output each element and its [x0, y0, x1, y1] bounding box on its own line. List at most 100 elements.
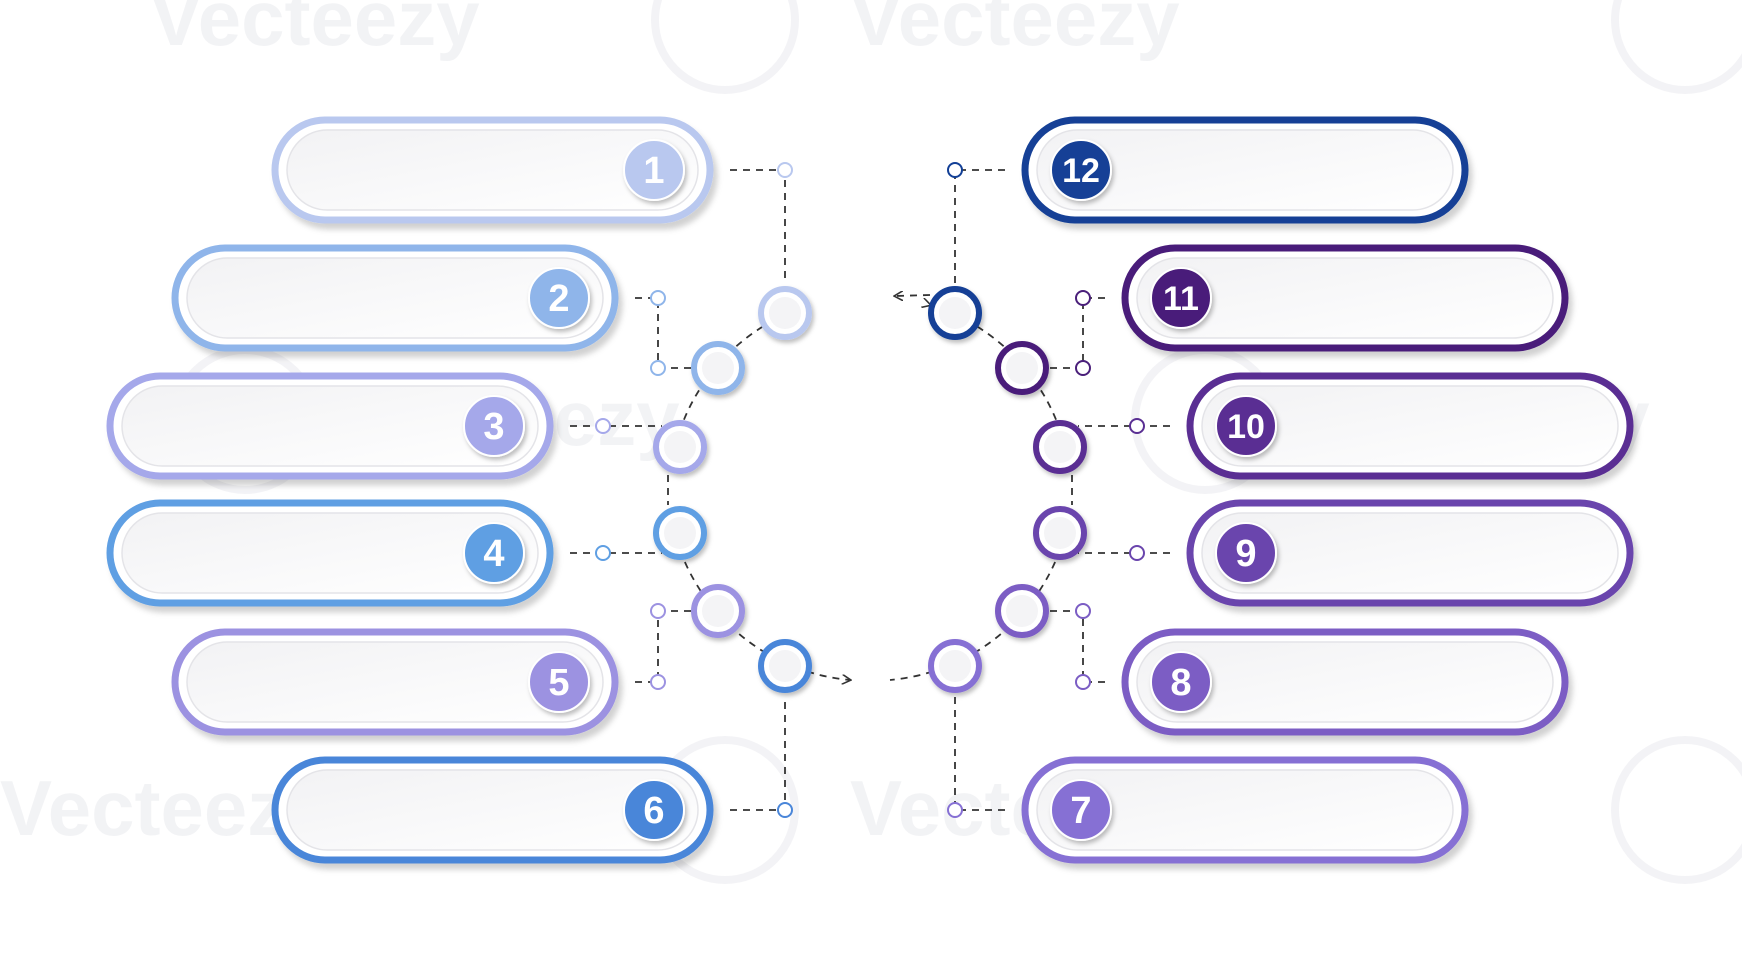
- step-number: 9: [1235, 533, 1256, 575]
- ring-node-3: [653, 420, 707, 474]
- connector-dot: [1075, 603, 1091, 619]
- number-badge: [528, 651, 590, 713]
- connector-dot: [1075, 290, 1091, 306]
- step-number: 2: [548, 278, 569, 320]
- connector-dot: [1129, 545, 1145, 561]
- number-badge: [1150, 267, 1212, 329]
- number-badge: [1215, 522, 1277, 584]
- connector-4: [570, 545, 662, 561]
- step-pill-7: 7: [1021, 756, 1469, 864]
- watermark-logo-icon: [1611, 736, 1742, 884]
- ring-node-2: [691, 341, 745, 395]
- pill-body: [1201, 512, 1619, 594]
- connector-dot: [650, 290, 666, 306]
- connector-2: [635, 290, 696, 376]
- ring-node-5: [691, 584, 745, 638]
- step-number: 4: [483, 533, 504, 575]
- connector-dot: [650, 603, 666, 619]
- number-badge: [528, 267, 590, 329]
- connector-7: [947, 696, 1005, 818]
- connector-dot: [777, 162, 793, 178]
- connector-8: [1044, 603, 1105, 690]
- step-number: 7: [1070, 790, 1091, 832]
- number-badge: [1150, 651, 1212, 713]
- watermark-logo-icon: [1611, 0, 1742, 94]
- connector-10: [1078, 418, 1170, 434]
- number-badge: [1050, 139, 1112, 201]
- step-pill-6: 6: [271, 756, 714, 864]
- step-number: 11: [1163, 280, 1199, 318]
- step-number: 1: [643, 150, 664, 192]
- ring-node-center: [702, 352, 734, 384]
- connector-dot: [1075, 360, 1091, 376]
- connector-dot: [595, 418, 611, 434]
- pill-body: [1136, 641, 1554, 723]
- connector-dot: [650, 360, 666, 376]
- step-number: 3: [483, 406, 504, 448]
- central-ring: [653, 286, 1087, 693]
- connector-12: [947, 162, 1005, 283]
- pill-body: [1201, 385, 1619, 467]
- step-number: 6: [643, 790, 664, 832]
- step-number: 12: [1062, 152, 1100, 190]
- connector-dot: [777, 802, 793, 818]
- ring-node-12: [928, 286, 982, 340]
- number-badge: [1215, 395, 1277, 457]
- number-badge: [463, 395, 525, 457]
- ring-node-1: [758, 286, 812, 340]
- ring-node-8: [995, 584, 1049, 638]
- watermark-text: Vecteezy: [850, 0, 1180, 62]
- step-pill-8: 8: [1121, 628, 1569, 736]
- connector-dot: [1075, 674, 1091, 690]
- ring-node-11: [995, 341, 1049, 395]
- number-badge: [623, 779, 685, 841]
- pill-body: [1036, 769, 1454, 851]
- connector-5: [635, 603, 696, 690]
- ring-node-center: [664, 431, 696, 463]
- pill-body: [1036, 129, 1454, 211]
- step-pill-1: 1: [271, 116, 714, 224]
- step-number: 10: [1227, 408, 1265, 446]
- ring-node-center: [1044, 517, 1076, 549]
- connector-dot: [1129, 418, 1145, 434]
- connector-3: [570, 418, 662, 434]
- pill-body: [286, 129, 699, 211]
- step-pill-3: 3: [106, 372, 554, 480]
- ring-node-9: [1033, 506, 1087, 560]
- connector-dot: [650, 674, 666, 690]
- step-pill-4: 4: [106, 499, 554, 607]
- ring-node-center: [1006, 595, 1038, 627]
- step-number: 8: [1170, 662, 1191, 704]
- ring-node-center: [1006, 352, 1038, 384]
- connector-9: [1078, 545, 1170, 561]
- ring-node-center: [769, 650, 801, 682]
- step-pill-2: 2: [171, 244, 619, 352]
- pill-body: [1136, 257, 1554, 339]
- pill-body: [121, 385, 539, 467]
- step-pill-11: 11: [1121, 244, 1569, 352]
- ring-node-center: [702, 595, 734, 627]
- connector-dot: [595, 545, 611, 561]
- ring-node-7: [928, 639, 982, 693]
- pill-body: [186, 257, 604, 339]
- ring-node-center: [664, 517, 696, 549]
- number-badge: [463, 522, 525, 584]
- ring-node-6: [758, 639, 812, 693]
- step-pill-9: 9: [1186, 499, 1634, 607]
- connector-dot: [947, 802, 963, 818]
- step-pill-12: 12: [1021, 116, 1469, 224]
- connector-dot: [947, 162, 963, 178]
- number-badge: [1050, 779, 1112, 841]
- watermark-text: Vecteezy: [150, 0, 480, 62]
- pill-body: [286, 769, 699, 851]
- step-pill-5: 5: [171, 628, 619, 736]
- step-pill-10: 10: [1186, 372, 1634, 480]
- ring-node-center: [1044, 431, 1076, 463]
- watermark-logo-icon: [651, 0, 799, 94]
- step-number: 5: [548, 662, 569, 704]
- number-badge: [623, 139, 685, 201]
- connector-1: [730, 162, 793, 283]
- connector-layer: [570, 162, 1170, 818]
